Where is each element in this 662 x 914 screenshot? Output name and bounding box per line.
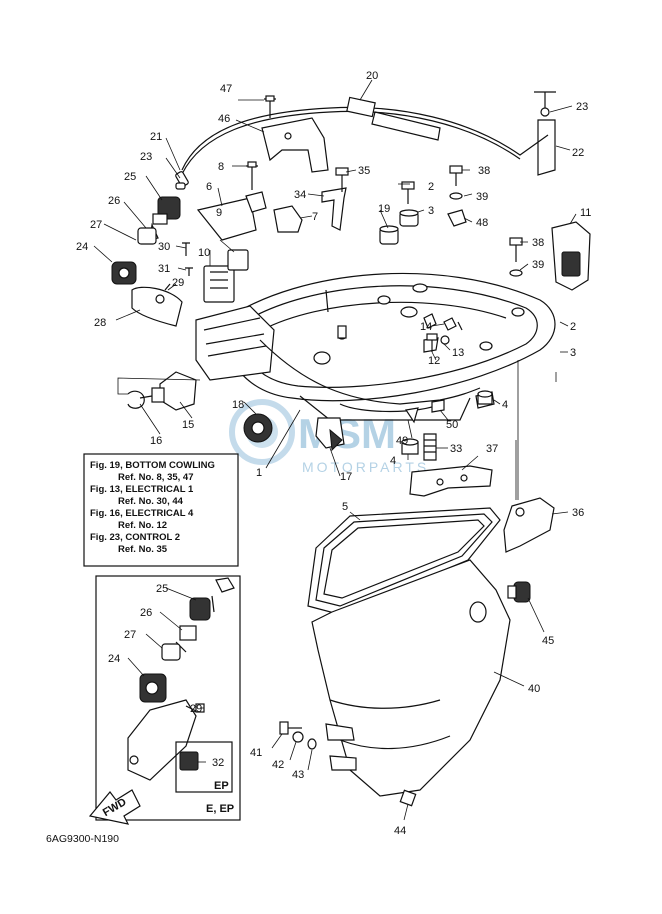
callout-39: 39 [476, 191, 488, 203]
callout-32: 32 [212, 757, 224, 769]
callout-40: 40 [528, 683, 540, 695]
inset-ep-label: EP [214, 780, 229, 792]
callout-38b: 38 [532, 237, 544, 249]
callout-15: 15 [182, 419, 194, 431]
callout-18: 18 [232, 399, 244, 411]
callout-14: 14 [420, 321, 432, 333]
callout-22: 22 [572, 147, 584, 159]
diagram-code: 6AG9300-N190 [46, 833, 119, 845]
inset-box: EP E, EP [95, 575, 241, 821]
callout-34: 34 [294, 189, 306, 201]
callout-38: 38 [478, 165, 490, 177]
callout-29-inset: 29 [190, 703, 202, 715]
callout-19: 19 [378, 203, 390, 215]
bottom-fasteners [279, 721, 417, 807]
callout-25-inset: 25 [156, 583, 168, 595]
callout-47: 47 [220, 83, 232, 95]
ref-no-0: Ref. No. 8, 35, 47 [118, 472, 194, 483]
callout-20: 20 [366, 70, 378, 82]
ref-fig-0: Fig. 19, BOTTOM COWLING [90, 460, 215, 471]
callout-50: 50 [446, 419, 458, 431]
grommets [127, 371, 273, 443]
callout-4b: 4 [390, 455, 396, 467]
callout-1: 1 [256, 467, 262, 479]
callout-5: 5 [342, 501, 348, 513]
leader-lines [93, 79, 577, 821]
callout-7: 7 [312, 211, 318, 223]
callout-26-inset: 26 [140, 607, 152, 619]
callout-39b: 39 [532, 259, 544, 271]
callout-35: 35 [358, 165, 370, 177]
callout-24: 24 [76, 241, 88, 253]
callout-3b: 3 [570, 347, 576, 359]
callout-44: 44 [394, 825, 406, 837]
callout-17: 17 [340, 471, 352, 483]
callout-6: 6 [206, 181, 212, 193]
callout-16: 16 [150, 435, 162, 447]
ref-no-1: Ref. No. 30, 44 [118, 496, 184, 507]
callout-2b: 2 [570, 321, 576, 333]
callout-29: 29 [172, 277, 184, 289]
brackets-36-37 [409, 465, 555, 553]
top-right-bolts [335, 165, 591, 291]
callout-33: 33 [450, 443, 462, 455]
callout-23: 23 [576, 101, 588, 113]
callout-28: 28 [94, 317, 106, 329]
callout-30: 30 [158, 241, 170, 253]
seal-and-cowling [307, 507, 531, 797]
callout-49: 49 [396, 435, 408, 447]
callout-37: 37 [486, 443, 498, 455]
watermark-brand: MSM [298, 410, 396, 457]
callout-27-inset: 27 [124, 629, 136, 641]
callout-27: 27 [90, 219, 102, 231]
callout-45: 45 [542, 635, 554, 647]
callout-23b: 23 [140, 151, 152, 163]
upper-left-hardware [111, 171, 193, 327]
fwd-arrow: FWD [88, 789, 141, 825]
callout-46: 46 [218, 113, 230, 125]
mid-hardware [315, 317, 493, 461]
callout-13: 13 [452, 347, 464, 359]
callouts: 20 23 22 47 46 21 23 8 35 38 25 6 2 34 3… [76, 70, 591, 837]
bracket-parts [196, 95, 347, 303]
callout-9: 9 [216, 207, 222, 219]
part-25 [152, 196, 181, 225]
callout-31: 31 [158, 263, 170, 275]
ref-fig-3: Fig. 23, CONTROL 2 [90, 532, 180, 543]
watermark-sub: MOTORPARTS [302, 459, 429, 475]
ref-no-3: Ref. No. 35 [118, 544, 168, 555]
callout-10: 10 [198, 247, 210, 259]
ref-fig-2: Fig. 16, ELECTRICAL 4 [90, 508, 194, 519]
callout-43: 43 [292, 769, 304, 781]
callout-24-inset: 24 [108, 653, 120, 665]
callout-41: 41 [250, 747, 262, 759]
bottom-cowling [195, 272, 556, 421]
callout-4: 4 [502, 399, 508, 411]
callout-25: 25 [124, 171, 136, 183]
callout-8: 8 [218, 161, 224, 173]
callout-42: 42 [272, 759, 284, 771]
inset-e-ep-label: E, EP [206, 803, 234, 815]
callout-11: 11 [580, 207, 591, 219]
ref-fig-1: Fig. 13, ELECTRICAL 1 [90, 484, 194, 495]
control-cable [181, 91, 556, 176]
callout-3: 3 [428, 205, 434, 217]
callout-36: 36 [572, 507, 584, 519]
ref-no-2: Ref. No. 12 [118, 520, 167, 531]
callout-21: 21 [150, 131, 162, 143]
callout-2: 2 [428, 181, 434, 193]
callout-48: 48 [476, 217, 488, 229]
callout-26: 26 [108, 195, 120, 207]
callout-12: 12 [428, 355, 440, 367]
